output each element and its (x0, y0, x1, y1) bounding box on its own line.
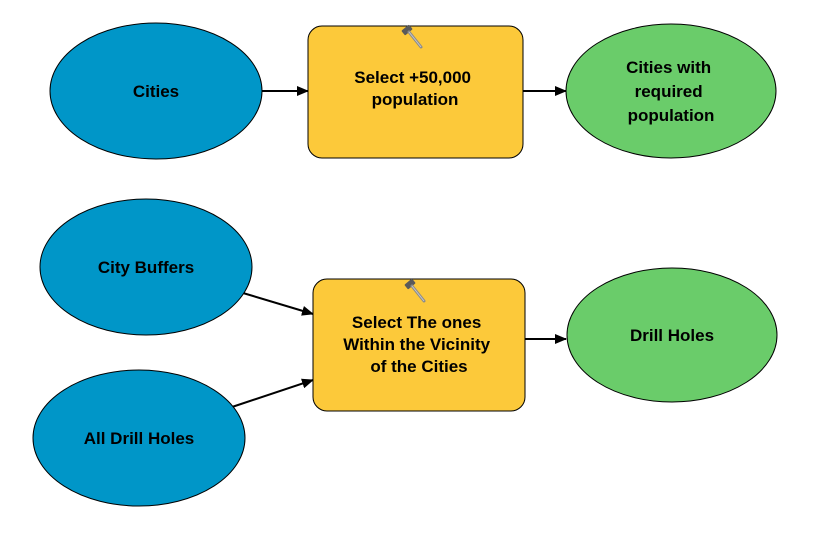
node-all-drill-holes-label: All Drill Holes (84, 429, 195, 448)
node-all-drill-holes[interactable]: All Drill Holes (32, 369, 246, 507)
node-cities-with-required-population-label: Cities with required population (626, 58, 716, 125)
tool-select-50000-population-label: Select +50,000 population (354, 68, 475, 109)
node-city-buffers-label: City Buffers (98, 258, 194, 277)
tool-select-within-vicinity-label: Select The ones Within the Vicinity of t… (343, 313, 495, 376)
tool-select-50000-population[interactable]: Select +50,000 population (307, 22, 524, 159)
connector-all-drill-holes-to-select-within (231, 378, 314, 408)
node-drill-holes-label: Drill Holes (630, 326, 714, 345)
node-city-buffers[interactable]: City Buffers (39, 198, 253, 336)
node-cities-label: Cities (133, 82, 179, 101)
node-cities[interactable]: Cities (49, 22, 263, 160)
node-cities-with-required-population[interactable]: Cities with required population (565, 23, 777, 159)
connector-city-buffers-to-select-within (242, 292, 314, 316)
tool-select-within-vicinity[interactable]: Select The ones Within the Vicinity of t… (312, 276, 526, 412)
connectors (231, 86, 567, 408)
node-drill-holes[interactable]: Drill Holes (566, 267, 778, 403)
